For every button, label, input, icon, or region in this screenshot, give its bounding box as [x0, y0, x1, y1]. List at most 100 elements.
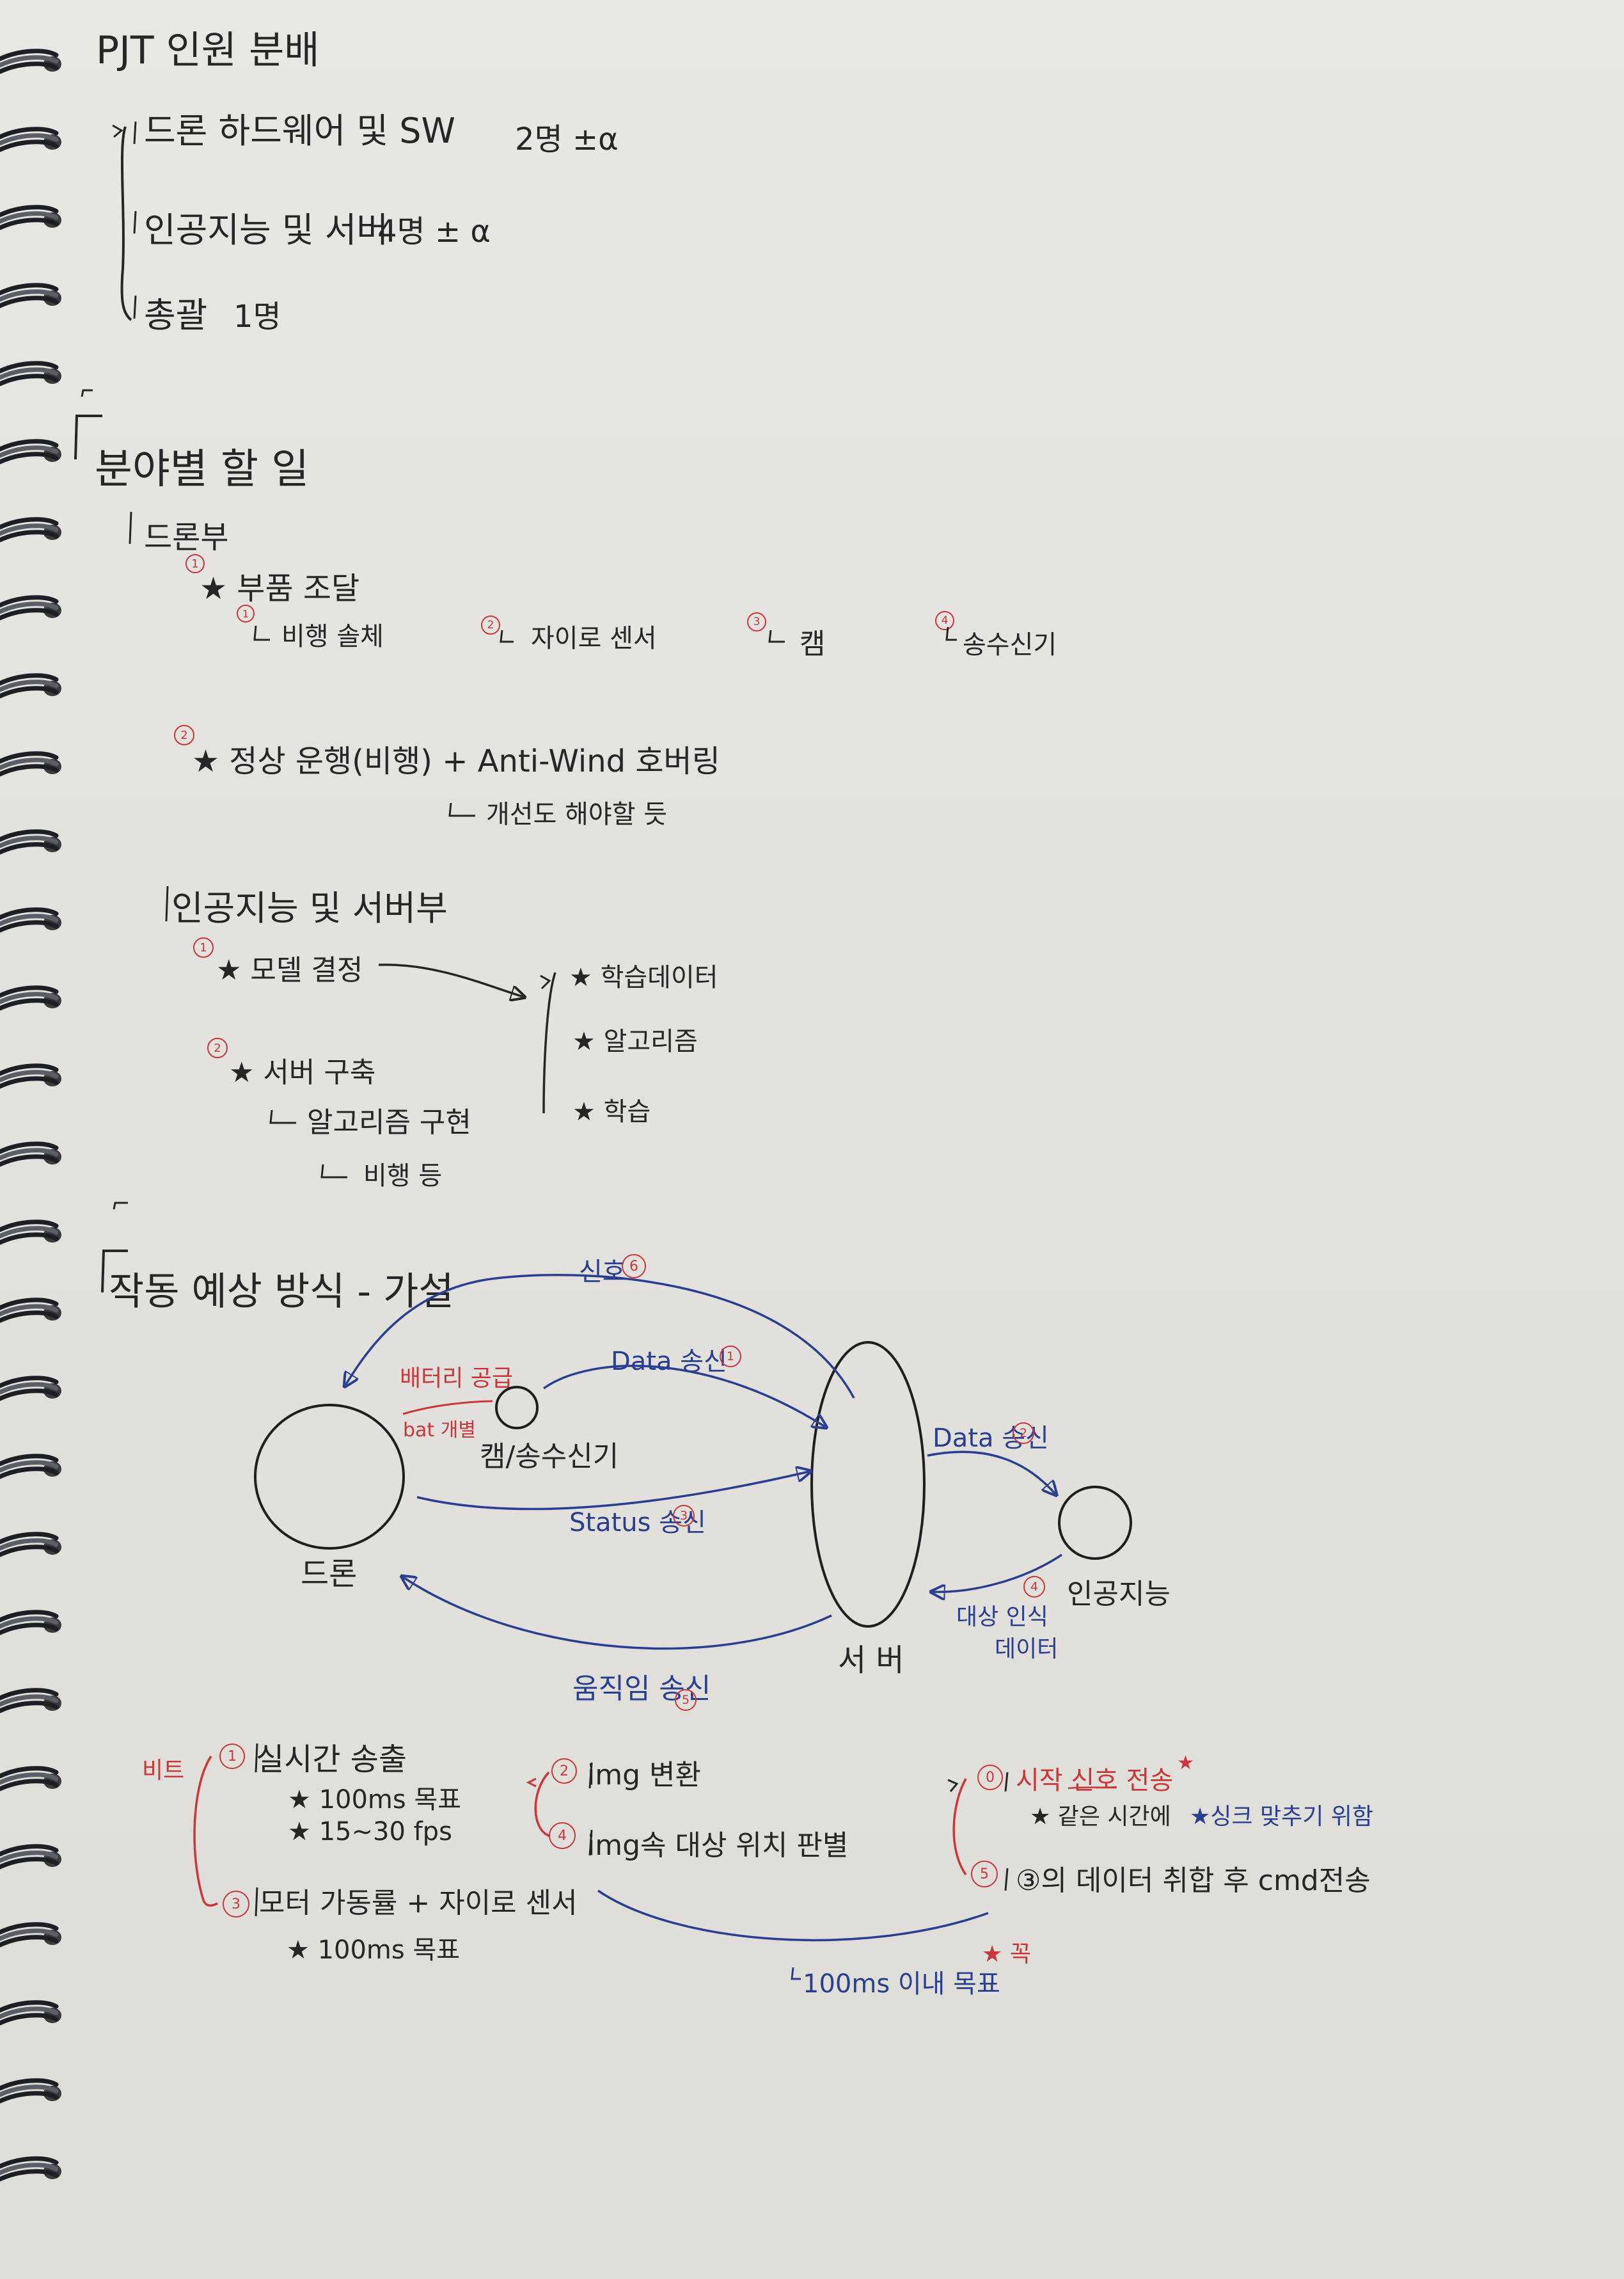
spiral-ring: [0, 1454, 61, 1479]
part-item: 비행 솔체: [281, 622, 384, 651]
step-number-badge: 1: [185, 554, 205, 573]
note-0-sub: ★싱크 맞추기 위함: [1190, 1804, 1374, 1830]
edge-label-target: 대상 인식: [956, 1604, 1048, 1630]
spiral-ring: [0, 1922, 61, 1948]
step-number-badge: 2: [207, 1038, 228, 1058]
model-item: ★ 알고리즘: [572, 1027, 698, 1056]
drone-node: [254, 1404, 405, 1550]
step-number-badge: 4: [935, 611, 954, 630]
notes-bracket-left: [193, 1756, 218, 1907]
spiral-ring: [0, 751, 61, 777]
spiral-ring: [0, 1766, 61, 1791]
spiral-ring: [0, 205, 61, 230]
spiral-ring: [0, 1688, 61, 1713]
drone-parts-label: ★ 부품 조달: [200, 571, 360, 607]
edge-label-data1: Data 송신: [611, 1347, 727, 1376]
team-item-label: 총괄: [144, 295, 208, 335]
ai-model-label: ★ 모델 결정: [216, 954, 363, 987]
ai-server-sub: 비행 등: [363, 1161, 443, 1191]
spiral-ring: [0, 1298, 61, 1323]
cam-node: [495, 1386, 539, 1429]
note-2: img 변환: [587, 1759, 701, 1791]
edge-target: [933, 1553, 1062, 1592]
step-number-badge: 4: [1023, 1576, 1045, 1598]
step-number-badge: 6: [622, 1254, 646, 1278]
node-label-server: 서 버: [838, 1642, 904, 1678]
node-label-cam: 캠/송수신기: [480, 1440, 619, 1473]
spiral-ring: [0, 2078, 61, 2104]
ai-heading: 인공지능 및 서버부: [171, 888, 448, 928]
part-item: 송수신기: [963, 630, 1057, 660]
node-label-drone: 드론: [301, 1556, 358, 1592]
edge-signal: [345, 1274, 855, 1399]
step-number-badge: 3: [223, 1891, 249, 1918]
spiral-ring: [0, 127, 61, 152]
note-3: 모터 가동률 + 자이로 센서: [259, 1887, 578, 1919]
spiral-ring: [0, 1844, 61, 1870]
spiral-binding: [0, 49, 61, 2182]
spiral-ring: [0, 283, 61, 308]
ai-server-sub: 알고리즘 구현: [307, 1106, 471, 1139]
step-number-badge: 1: [720, 1346, 741, 1367]
team-item-count: 2명 ±α: [515, 122, 619, 157]
edge-move: [403, 1577, 832, 1650]
part-item: 캠: [800, 628, 826, 660]
edge-label-target: 데이터: [995, 1636, 1059, 1662]
notes-bracket-mid: [534, 1771, 551, 1838]
step-number-badge: 1: [193, 937, 214, 958]
ai-node: [1058, 1486, 1132, 1560]
step-number-badge: 2: [1013, 1422, 1034, 1444]
spiral-ring: [0, 595, 61, 621]
edge-label-battery: 배터리 공급: [400, 1365, 514, 1392]
note-1: 실시간 송출: [256, 1742, 407, 1777]
team-item-count: 4명 ± α: [377, 214, 491, 250]
spiral-ring: [0, 1141, 61, 1167]
model-brace: [542, 972, 556, 1114]
edge-battery: [402, 1400, 493, 1415]
step-number-badge: 3: [747, 612, 766, 631]
spiral-ring: [0, 907, 61, 933]
spiral-ring: [0, 439, 61, 465]
team-item-label: 인공지능 및 서버: [144, 210, 389, 250]
team-item-label: 드론 하드웨어 및 SW: [144, 111, 455, 151]
step-number-badge: 2: [174, 725, 194, 745]
notes-bracket-right: [952, 1778, 967, 1876]
step-number-badge: 5: [675, 1689, 697, 1711]
spiral-ring: [0, 1610, 61, 1635]
server-node: [810, 1341, 926, 1628]
step-number-badge: 0: [977, 1765, 1003, 1790]
model-arrow: [378, 964, 523, 997]
model-item: ★ 학습데이터: [569, 963, 718, 992]
svg-text:★: ★: [1177, 1752, 1194, 1774]
spiral-ring: [0, 985, 61, 1011]
node-label-ai: 인공지능: [1067, 1578, 1171, 1610]
team-item-count: 1명: [233, 299, 281, 335]
spiral-ring: [0, 1063, 61, 1089]
flow-title: 작동 예상 방식 - 가설: [109, 1269, 454, 1314]
edge-data2: [927, 1450, 1055, 1494]
drone-ops-note: 개선도 해야할 듯: [486, 800, 668, 829]
step-number-badge: 1: [219, 1743, 245, 1769]
team-title: PJT 인원 분배: [96, 28, 320, 73]
team-bracket: [120, 126, 132, 321]
note-bottom: 100ms 이내 목표: [803, 1969, 1000, 1999]
step-number-badge: 2: [481, 615, 500, 635]
edge-label-battery-sub: bat 개별: [403, 1419, 476, 1441]
spiral-ring: [0, 673, 61, 699]
model-item: ★ 학습: [572, 1097, 651, 1127]
step-number-badge: 5: [971, 1861, 998, 1887]
note-1-sub: ★ 100ms 목표: [288, 1785, 462, 1814]
notes-mark: 비트: [142, 1758, 185, 1784]
spiral-ring: [0, 49, 61, 74]
note-bottom-mark: ★ 꼭: [982, 1941, 1031, 1967]
ai-server-label: ★ 서버 구축: [229, 1056, 376, 1089]
note-4: img속 대상 위치 판별: [587, 1829, 849, 1862]
note-3-sub: ★ 100ms 목표: [287, 1935, 461, 1965]
step-number-badge: 1: [237, 605, 255, 623]
spiral-ring: [0, 1219, 61, 1245]
note-5: ③의 데이터 취합 후 cmd전송: [1016, 1864, 1371, 1897]
part-item: 자이로 센서: [531, 624, 657, 653]
spiral-ring: [0, 361, 61, 386]
